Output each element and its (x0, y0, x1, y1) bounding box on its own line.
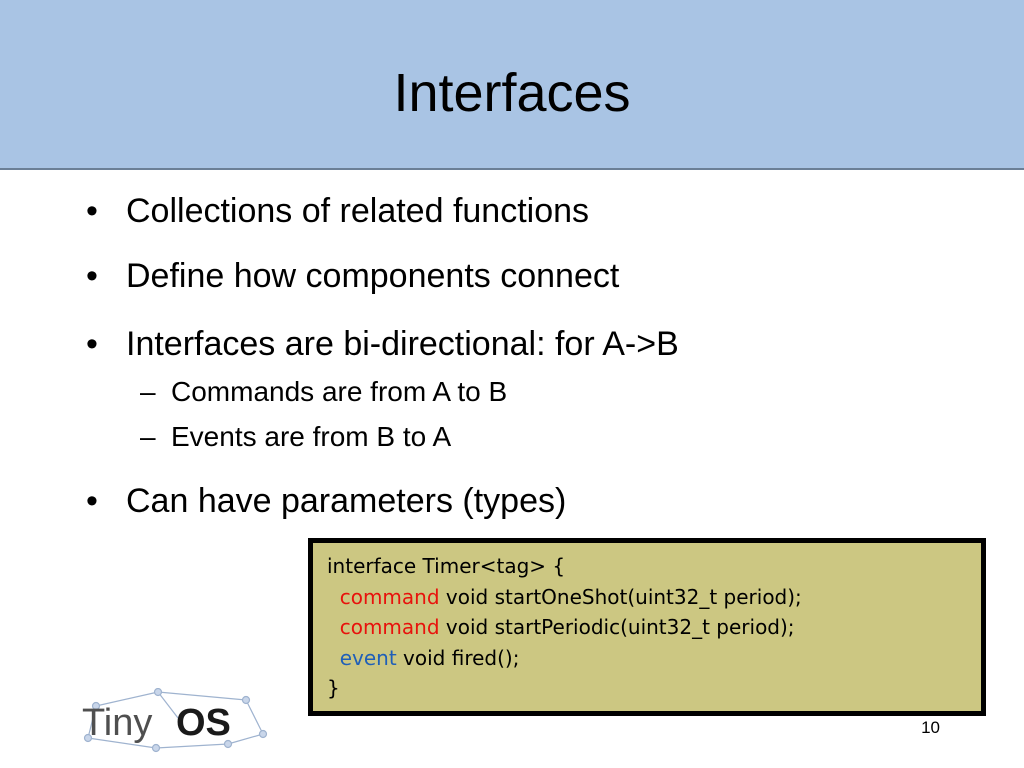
code-text: void fired(); (396, 645, 520, 670)
code-line: command void startOneShot(uint32_t perio… (327, 582, 981, 613)
code-text: } (327, 676, 340, 700)
command-keyword: command (339, 584, 440, 609)
code-text: void startPeriodic(uint32_t period); (439, 615, 795, 639)
bullet-text: Can have parameters (types) (126, 482, 567, 520)
bullet-text: Interfaces are bi-directional: for A->B (126, 325, 679, 363)
event-keyword: event (339, 645, 397, 670)
tinyos-logo: Tiny OS (82, 688, 268, 753)
sub-bullet-text: Events are from B to A (171, 421, 452, 452)
command-keyword: command (339, 615, 440, 639)
code-line: } (327, 673, 981, 704)
bullet-marker: • (86, 257, 98, 295)
code-line: interface Timer<tag> { (327, 551, 981, 582)
code-box: interface Timer<tag> { command void star… (308, 538, 986, 716)
page-number: 10 (921, 718, 940, 737)
code-line: event void fired(); (327, 643, 981, 674)
logo-text-tiny: Tiny (82, 702, 152, 744)
slide-title: Interfaces (393, 63, 631, 123)
bullet-marker: • (86, 325, 98, 363)
bullet-text: Define how components connect (126, 257, 620, 295)
code-text: void startOneShot(uint32_t period); (439, 584, 802, 609)
bullet-text: Collections of related functions (126, 192, 590, 230)
bullet-marker: • (86, 482, 98, 520)
sub-bullet-marker: – (140, 421, 156, 452)
sub-bullet-marker: – (140, 376, 156, 407)
sub-bullet-text: Commands are from A to B (171, 376, 508, 407)
network-graph-icon (83, 688, 268, 753)
code-line: command void startPeriodic(uint32_t peri… (327, 612, 981, 643)
logo-text-os: OS (176, 702, 231, 744)
title-bar: Interfaces (0, 0, 1024, 170)
code-text: interface Timer<tag> { (327, 554, 566, 578)
bullet-marker: • (86, 192, 98, 230)
